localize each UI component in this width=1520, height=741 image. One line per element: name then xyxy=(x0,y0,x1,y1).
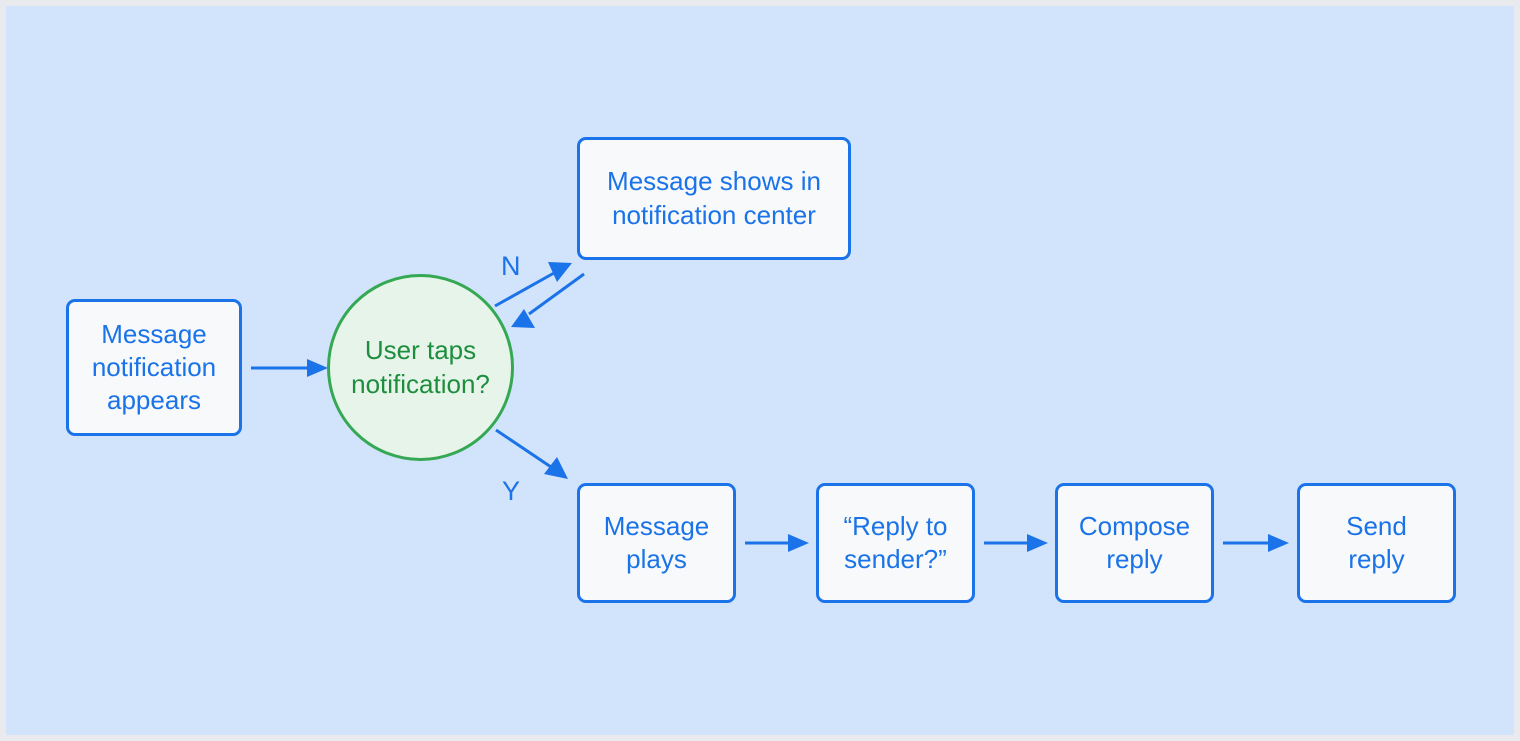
node-label: User taps notification? xyxy=(351,334,490,401)
node-reply-to-sender[interactable]: “Reply to sender?” xyxy=(816,483,975,603)
node-label: Message shows in notification center xyxy=(607,165,821,232)
node-message-plays[interactable]: Message plays xyxy=(577,483,736,603)
node-label-line: Message xyxy=(603,510,710,541)
edge-label-no: N xyxy=(501,251,521,281)
node-label-line: notification xyxy=(91,351,217,382)
node-label: Message plays xyxy=(604,510,710,577)
node-label-line: notification? xyxy=(351,368,490,399)
node-label: “Reply to sender?” xyxy=(843,510,947,577)
node-label-line: Message xyxy=(101,318,207,349)
node-label-line: reply xyxy=(1348,544,1405,574)
node-label: Message notification appears xyxy=(92,318,216,418)
node-message-notification-appears[interactable]: Message notification appears xyxy=(66,299,242,436)
connector-notification-center-to-decision xyxy=(511,272,585,328)
node-label: Send reply xyxy=(1346,510,1407,577)
node-message-shows-in-notification-center[interactable]: Message shows in notification center xyxy=(577,137,851,260)
connector-appears-to-decision xyxy=(251,359,328,377)
node-label-line: Message shows in xyxy=(607,166,821,197)
node-label-line: User taps xyxy=(364,335,477,366)
node-label: Compose reply xyxy=(1079,510,1190,577)
node-label-line: appears xyxy=(107,385,201,416)
node-label-line: “Reply to xyxy=(843,510,948,541)
node-user-taps-notification[interactable]: User taps notification? xyxy=(327,274,514,461)
connector-decision-to-message-plays xyxy=(495,428,568,479)
node-label-line: notification center xyxy=(612,199,816,230)
node-label-line: sender?” xyxy=(844,544,947,574)
connector-reply-to-compose xyxy=(984,534,1048,552)
connector-compose-to-send xyxy=(1223,534,1289,552)
node-compose-reply[interactable]: Compose reply xyxy=(1055,483,1214,603)
connector-message-plays-to-reply xyxy=(745,534,809,552)
node-send-reply[interactable]: Send reply xyxy=(1297,483,1456,603)
node-label-line: Compose xyxy=(1078,510,1191,541)
node-label-line: plays xyxy=(626,544,687,574)
node-label-line: Send xyxy=(1346,510,1407,541)
edge-label-yes: Y xyxy=(502,476,521,506)
node-label-line: reply xyxy=(1106,544,1163,574)
